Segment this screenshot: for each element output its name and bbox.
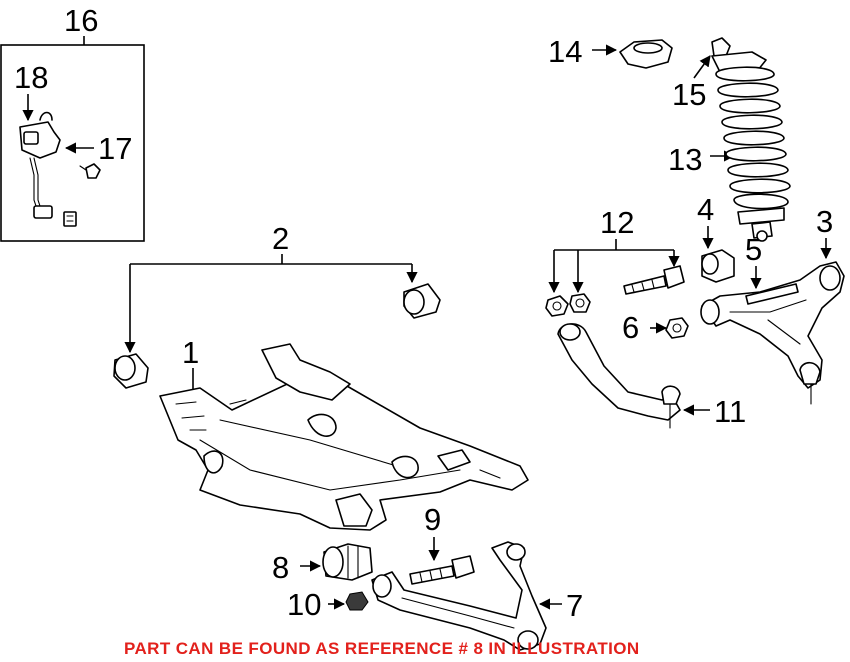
upper-control-arm-part xyxy=(700,261,845,405)
strut-rod-group: 12 6 11 xyxy=(545,205,746,429)
spring-group: 14 15 13 xyxy=(548,34,791,242)
height-sensor-part xyxy=(19,111,101,227)
callout-8: 8 xyxy=(272,550,289,585)
callout-4: 4 xyxy=(697,192,714,227)
bushing-group-2: 2 xyxy=(113,221,441,389)
callout-18: 18 xyxy=(14,60,48,95)
callout-13: 13 xyxy=(668,142,702,177)
bushing-8-part xyxy=(322,543,373,581)
callout-7: 7 xyxy=(566,588,583,623)
upper-arm-group: 4 3 5 xyxy=(697,192,845,405)
callout-10: 10 xyxy=(287,587,321,622)
strut-rod-part xyxy=(557,323,681,429)
crossmember-part: 1 xyxy=(159,335,529,531)
nut-6-part xyxy=(665,317,689,339)
callout-14: 14 xyxy=(548,34,582,69)
callout-5: 5 xyxy=(745,232,762,267)
reference-notice: PART CAN BE FOUND AS REFERENCE # 8 IN IL… xyxy=(124,639,640,658)
callout-12: 12 xyxy=(600,205,634,240)
mount-nut-15-part xyxy=(711,37,731,57)
coil-spring-part xyxy=(711,51,791,242)
bolt-9-part xyxy=(409,555,475,585)
sensor-inset-box: 16 18 17 xyxy=(0,3,145,242)
callout-11: 11 xyxy=(714,394,746,429)
nut-10-part xyxy=(345,591,369,611)
nuts-12-part xyxy=(545,293,591,317)
callout-16: 16 xyxy=(64,3,98,38)
callout-1: 1 xyxy=(182,335,199,370)
lower-control-arm-part xyxy=(371,541,547,651)
bolt-12-part xyxy=(623,265,685,295)
callout-2: 2 xyxy=(272,221,289,256)
callout-9: 9 xyxy=(424,502,441,537)
spring-mount-part xyxy=(619,39,673,69)
callout-15: 15 xyxy=(672,77,706,112)
lower-arm-group: 8 9 10 7 xyxy=(272,502,583,651)
bushing-left xyxy=(113,353,149,389)
bushing-4-part xyxy=(701,249,735,283)
callout-6: 6 xyxy=(622,310,639,345)
callout-17: 17 xyxy=(98,131,132,166)
callout-3: 3 xyxy=(816,204,833,239)
bushing-right xyxy=(403,283,441,319)
